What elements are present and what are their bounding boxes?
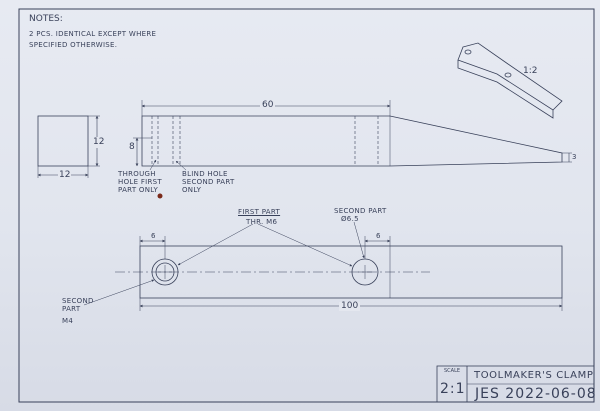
blind-hole-note-3: ONLY [182, 186, 202, 194]
length-dim: 60 [260, 100, 276, 110]
notes-line-2: SPECIFIED OTHERWISE. [29, 41, 118, 49]
through-hole-note-2: HOLE FIRST [118, 178, 162, 186]
notes-heading: NOTES: [29, 14, 63, 24]
through-hole-note-1: THROUGH [118, 170, 156, 178]
diameter-label: Ø6.5 [341, 215, 359, 223]
ink-blot [157, 193, 163, 199]
total-length-dim: 100 [339, 301, 361, 311]
left-hole-dim: 6 [151, 232, 156, 240]
right-hole-dim: 6 [376, 232, 381, 240]
front-width-dim: 12 [58, 170, 72, 180]
scale-label: SCALE [444, 368, 461, 374]
scale-value: 2:1 [440, 381, 466, 397]
second-part-label: SECOND PART [334, 207, 387, 215]
through-hole-note-3: PART ONLY [118, 186, 159, 194]
top-view [83, 221, 563, 311]
first-part-label: FIRST PART [238, 208, 281, 216]
title-block-frame [436, 365, 595, 403]
author-date: JES 2022-06-08 [475, 386, 597, 402]
notes-line-1: 2 PCS. IDENTICAL EXCEPT WHERE [29, 30, 157, 38]
blind-hole-note-2: SECOND PART [182, 178, 235, 186]
iso-scale-label: 1:2 [523, 66, 538, 76]
side-view [133, 100, 572, 171]
iso-sketch [457, 42, 563, 119]
second-part-left-1: SECOND [62, 297, 94, 305]
front-view [37, 115, 100, 178]
thread-label: THR. M6 [246, 218, 278, 226]
border-frame [18, 8, 595, 403]
height-dim: 8 [129, 142, 135, 152]
blind-hole-note-1: BLIND HOLE [182, 170, 228, 178]
end-dim: 3 [572, 153, 577, 161]
front-height-dim: 12 [93, 137, 105, 148]
drawing-title: TOOLMAKER'S CLAMP [474, 370, 594, 381]
second-part-left-2: PART [62, 305, 81, 313]
m4-label: M4 [62, 317, 74, 325]
